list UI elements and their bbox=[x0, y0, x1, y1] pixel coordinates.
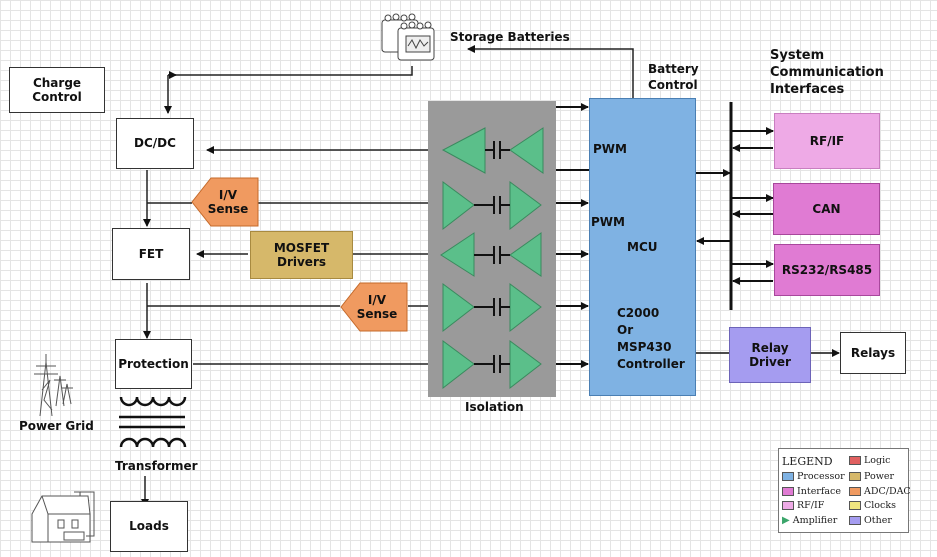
iv-sense-1-block[interactable]: I/V Sense bbox=[207, 187, 249, 216]
clocks-swatch bbox=[849, 501, 861, 510]
amplifier-icon bbox=[442, 340, 475, 390]
sci-line1: System bbox=[770, 48, 825, 63]
legend-item: Logic bbox=[849, 455, 890, 466]
interface-swatch bbox=[782, 487, 794, 496]
legend-label: Logic bbox=[864, 455, 891, 466]
charge-control-block[interactable]: Charge Control bbox=[9, 67, 105, 113]
isolation-label: Isolation bbox=[465, 400, 524, 414]
controller-line3: MSP430 bbox=[617, 340, 672, 354]
amplifier-icon bbox=[509, 127, 544, 174]
battery-control-line1: Battery bbox=[648, 62, 699, 76]
sci-line3: Interfaces bbox=[770, 81, 845, 97]
transformer-label: Transformer bbox=[115, 459, 198, 473]
transformer-icon bbox=[119, 396, 187, 448]
pwm-label-1: PWM bbox=[593, 142, 627, 156]
power-grid-label: Power Grid bbox=[19, 419, 94, 433]
legend-item: Processor bbox=[782, 471, 845, 482]
pwm-label-2: PWM bbox=[591, 215, 625, 229]
legend-item: Clocks bbox=[849, 500, 896, 511]
storage-batteries-icon bbox=[381, 13, 435, 61]
legend-label: Clocks bbox=[864, 500, 896, 511]
legend-title: LEGEND bbox=[782, 455, 833, 468]
amplifier-icon bbox=[441, 127, 486, 174]
legend-label: Amplifier bbox=[792, 515, 838, 526]
controller-line4: Controller bbox=[617, 357, 685, 371]
mcu-block[interactable] bbox=[589, 98, 696, 396]
loads-block[interactable]: Loads bbox=[110, 501, 188, 552]
legend-label: RF/IF bbox=[797, 500, 825, 511]
amplifier-icon bbox=[440, 232, 475, 277]
legend-item: Interface bbox=[782, 486, 841, 497]
battery-control-line2: Control bbox=[648, 77, 698, 92]
amplifier-icon bbox=[442, 283, 475, 333]
other-swatch bbox=[849, 516, 861, 525]
processor-swatch bbox=[782, 472, 794, 481]
legend-label: Interface bbox=[797, 486, 841, 497]
legend-item: RF/IF bbox=[782, 500, 824, 511]
iv-sense-1-shape bbox=[191, 177, 259, 227]
legend-label: ADC/DAC bbox=[864, 486, 911, 497]
mcu-label: MCU bbox=[627, 240, 658, 254]
legend-item: Power bbox=[849, 471, 894, 482]
storage-batteries-label: Storage Batteries bbox=[450, 30, 570, 44]
legend-item: ADC/DAC bbox=[849, 486, 911, 497]
mosfet-drivers-block[interactable]: MOSFET Drivers bbox=[250, 231, 353, 279]
iv-sense-2-shape bbox=[340, 282, 408, 332]
logic-swatch bbox=[849, 456, 861, 465]
house-icon bbox=[31, 491, 95, 543]
wire-batteries-dcdc bbox=[168, 66, 413, 76]
amplifier-icon: ▶ bbox=[782, 515, 790, 526]
legend-label: Processor bbox=[797, 471, 845, 482]
amplifier-icon bbox=[509, 181, 542, 231]
controller-label: C2000 Or MSP430 Controller bbox=[617, 305, 685, 373]
can-block[interactable]: CAN bbox=[773, 183, 880, 235]
protection-block[interactable]: Protection bbox=[115, 339, 192, 389]
legend-label: Power bbox=[864, 471, 895, 482]
amplifier-icon bbox=[509, 283, 542, 333]
isolation-amplifiers bbox=[440, 127, 544, 390]
fet-block[interactable]: FET bbox=[112, 228, 190, 280]
iv-sense-2-block[interactable]: I/V Sense bbox=[356, 292, 398, 321]
legend: LEGEND Processor Interface RF/IF ▶Amplif… bbox=[778, 448, 911, 533]
legend-item: ▶Amplifier bbox=[782, 515, 837, 526]
relay-driver-block[interactable]: Relay Driver bbox=[729, 327, 811, 383]
amplifier-icon bbox=[509, 232, 542, 277]
system-communication-interfaces-label: System Communication Interfaces bbox=[770, 48, 884, 99]
adc-dac-swatch bbox=[849, 487, 861, 496]
rs232-rs485-block[interactable]: RS232/RS485 bbox=[774, 244, 880, 296]
controller-line2: Or bbox=[617, 323, 634, 337]
legend-label: Other bbox=[864, 515, 892, 526]
relays-block[interactable]: Relays bbox=[840, 332, 906, 374]
capacitor-icons bbox=[474, 141, 510, 373]
power-grid-icon bbox=[34, 354, 73, 417]
controller-line1: C2000 bbox=[617, 306, 660, 320]
wire-battery-control bbox=[467, 45, 634, 98]
sci-line2: Communication bbox=[770, 64, 884, 80]
legend-item: Other bbox=[849, 515, 892, 526]
amplifier-icon bbox=[442, 181, 475, 231]
rfif-block[interactable]: RF/IF bbox=[774, 113, 880, 169]
rfif-swatch bbox=[782, 501, 794, 510]
power-swatch bbox=[849, 472, 861, 481]
amplifier-icon bbox=[509, 340, 542, 390]
battery-control-label: Battery Control bbox=[648, 62, 699, 93]
dcdc-block[interactable]: DC/DC bbox=[116, 118, 194, 169]
